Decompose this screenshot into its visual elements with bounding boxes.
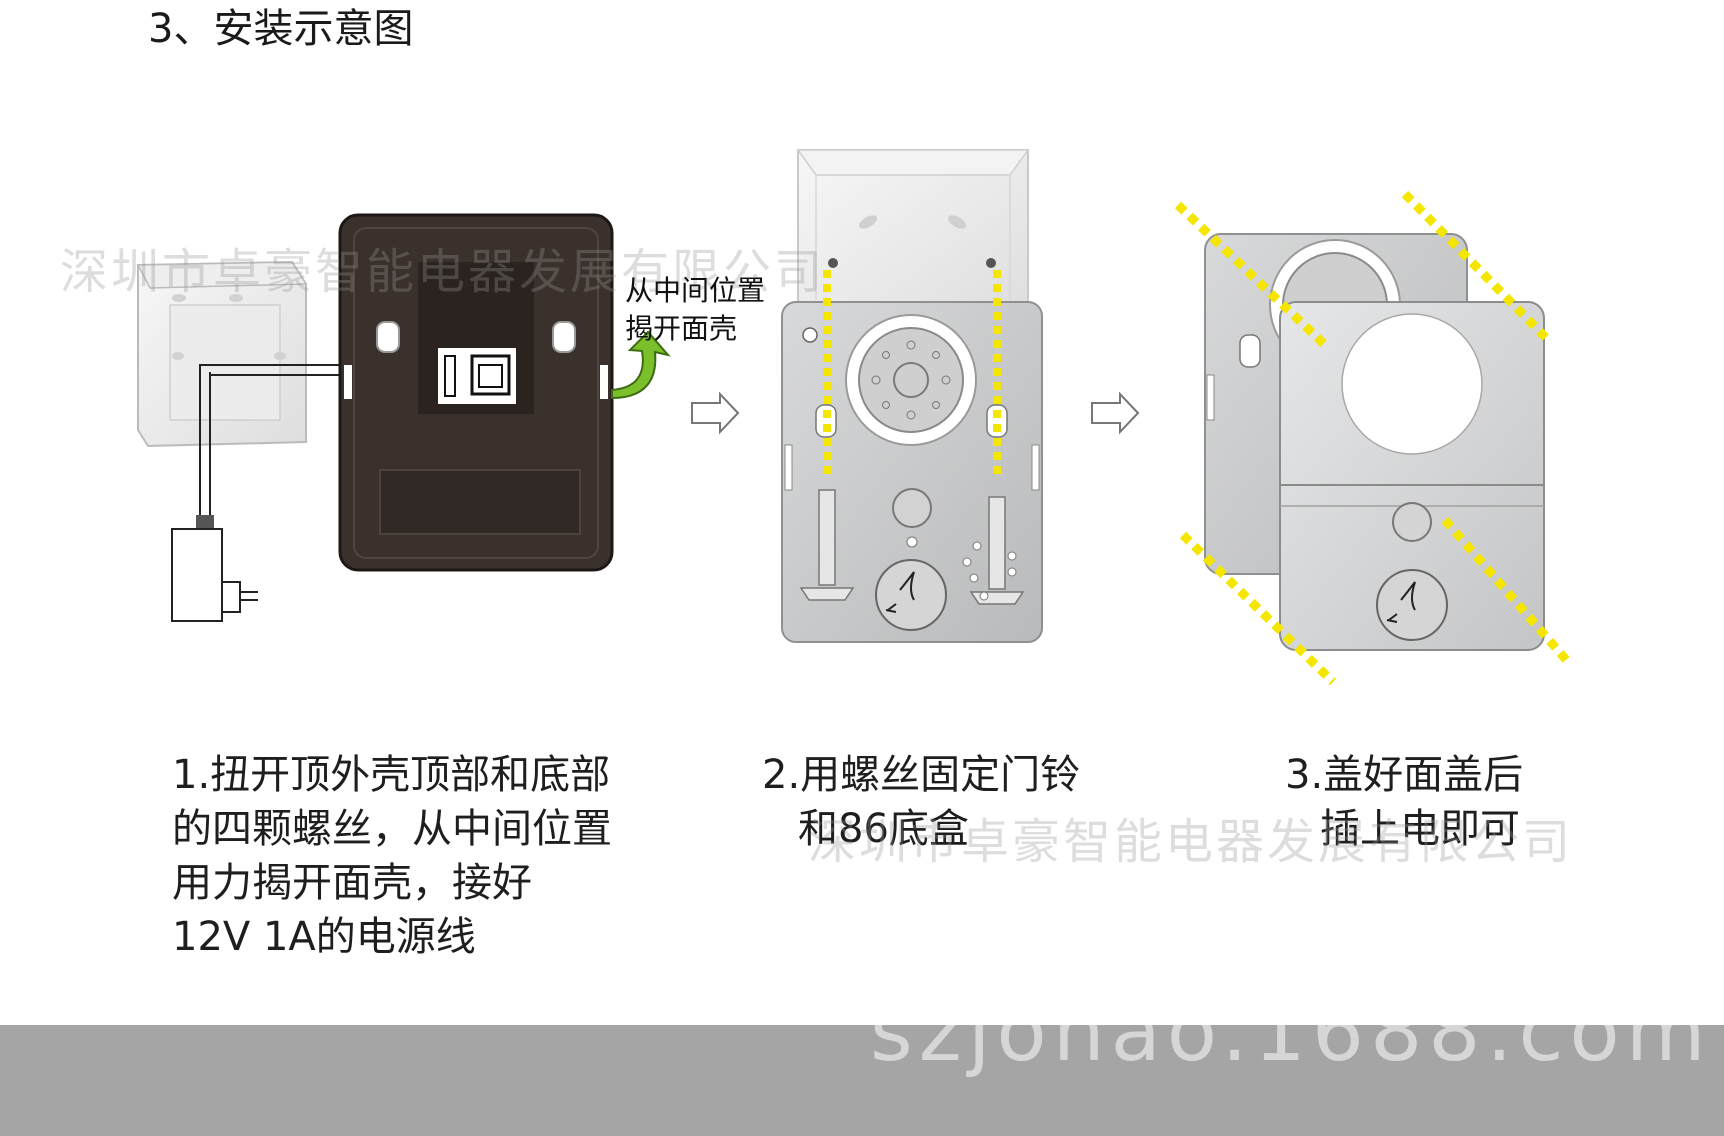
site-watermark: szjohao.1688.com <box>870 985 1712 1080</box>
guide-line-top <box>1174 190 1552 349</box>
footer-band <box>0 1025 1724 1136</box>
caption-line: 插上电即可 <box>1320 806 1520 852</box>
caption-line: 2.用螺丝固定门铃 <box>762 752 1081 798</box>
step-3-caption: 3.盖好面盖后 插上电即可 <box>1285 748 1523 856</box>
doorbell-back-icon <box>338 213 614 572</box>
step-2-caption: 2.用螺丝固定门铃 和86底盒 <box>762 748 1080 856</box>
caption-line: 1.扭开顶外壳顶部和底部 <box>172 752 611 798</box>
step-1-caption: 1.扭开顶外壳顶部和底部 的四颗螺丝，从中间位置 用力揭开面壳，接好 12V 1… <box>172 748 612 964</box>
mounting-plate-icon <box>781 301 1043 643</box>
curved-arrow-icon <box>611 330 671 400</box>
callout-line: 从中间位置 <box>625 274 766 307</box>
caption-line: 用力揭开面壳，接好 <box>172 860 532 906</box>
power-adapter-icon <box>171 364 455 622</box>
caption-line: 的四颗螺丝，从中间位置 <box>172 806 612 852</box>
arrow-right-icon <box>691 391 740 435</box>
arrow-right-icon <box>1091 391 1140 435</box>
callout-label: 从中间位置 揭开面壳 <box>625 272 765 348</box>
callout-line: 揭开面壳 <box>625 312 738 345</box>
mounting-box-icon <box>796 149 1030 321</box>
guide-line-bottom <box>1179 517 1572 686</box>
caption-line: 和86底盒 <box>798 806 969 852</box>
wall-box-icon <box>136 260 308 448</box>
doorbell-front-icon <box>1279 301 1545 651</box>
caption-line: 12V 1A的电源线 <box>172 914 476 960</box>
section-heading: 3、安装示意图 <box>148 6 414 52</box>
caption-line: 3.盖好面盖后 <box>1285 752 1524 798</box>
